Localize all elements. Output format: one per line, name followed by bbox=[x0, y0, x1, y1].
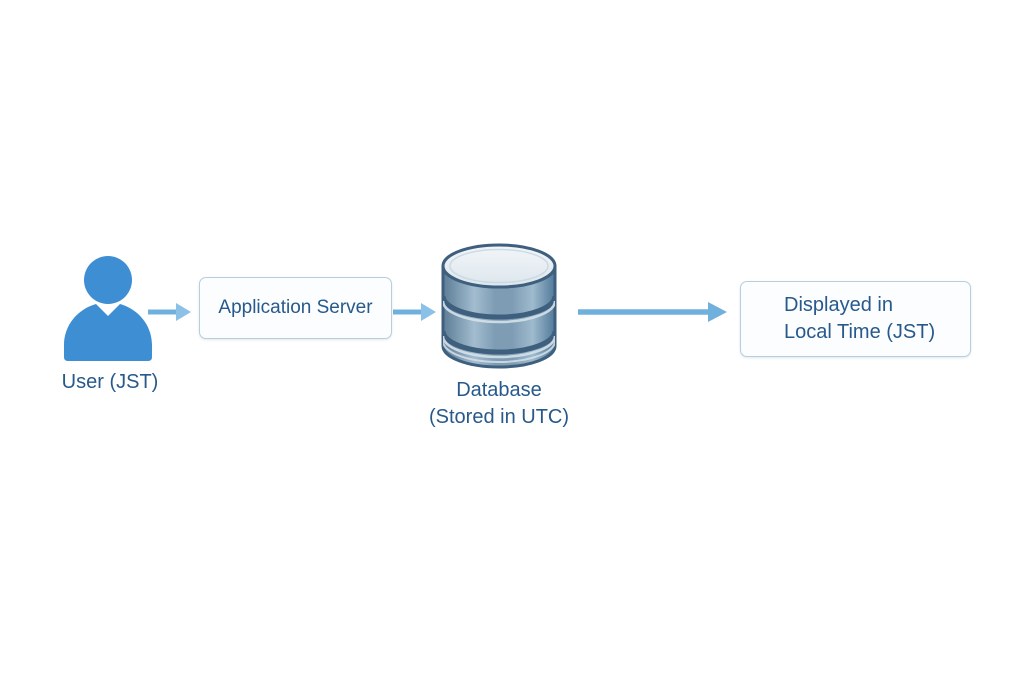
database-label: Database (Stored in UTC) bbox=[404, 377, 594, 431]
arrow-right-icon bbox=[393, 303, 436, 321]
display-label-line2: Local Time (JST) bbox=[784, 321, 936, 343]
application-server-node: Application Server bbox=[199, 277, 392, 339]
application-server-label: Application Server bbox=[218, 297, 373, 318]
arrow-right-icon bbox=[148, 303, 191, 321]
display-label-line1: Displayed in bbox=[784, 294, 893, 316]
display-local-time-node: Displayed in Local Time (JST) bbox=[740, 281, 971, 357]
arrow-right-icon bbox=[578, 302, 727, 322]
database-label-line2: (Stored in UTC) bbox=[428, 406, 570, 428]
database-icon bbox=[441, 243, 557, 369]
user-label: User (JST) bbox=[61, 371, 159, 393]
user-icon bbox=[64, 256, 152, 361]
database-label-line1: Database bbox=[456, 379, 542, 401]
